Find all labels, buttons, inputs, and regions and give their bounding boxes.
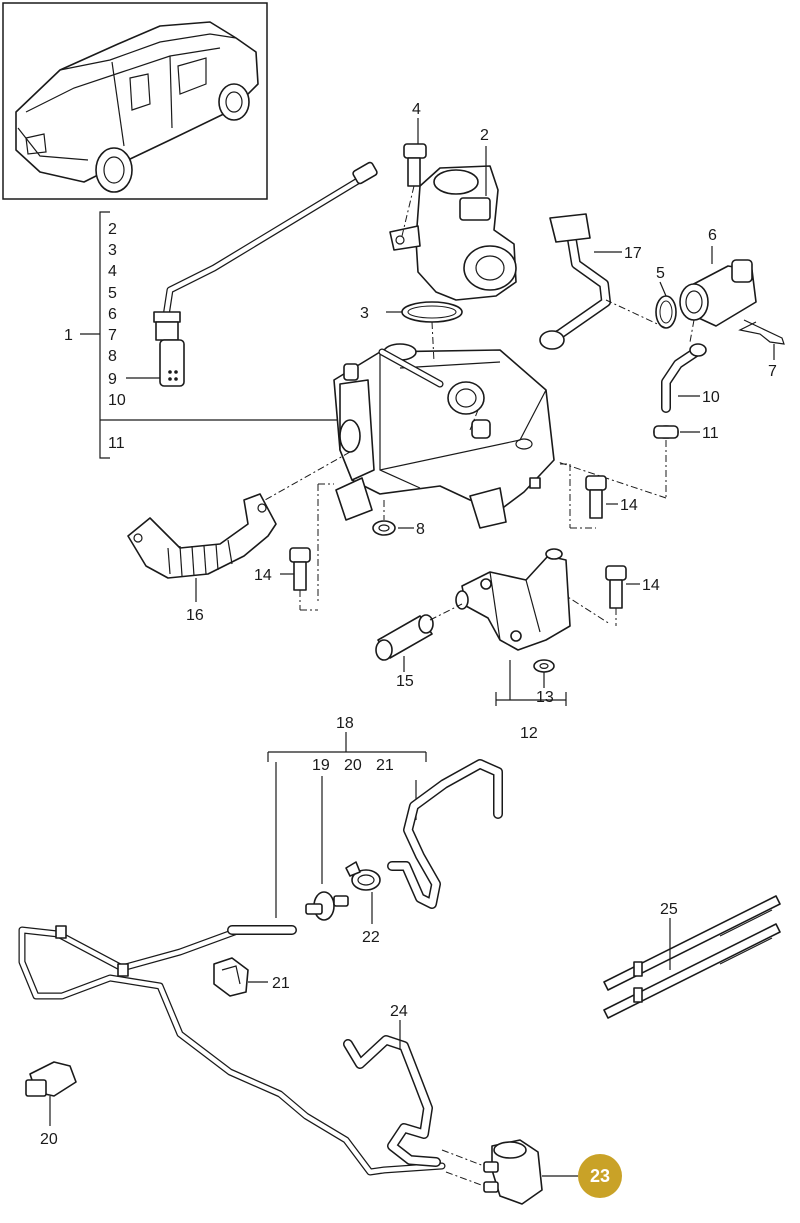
label-7: 7 [768, 363, 777, 380]
label-3: 3 [360, 305, 369, 322]
hose-17 [539, 213, 611, 350]
label-5: 5 [656, 265, 665, 282]
vehicle-thumbnail [2, 2, 268, 200]
bolt-4 [401, 143, 427, 237]
washer-8 [372, 500, 396, 536]
label-10: 10 [702, 389, 720, 406]
label-22: 22 [362, 929, 380, 946]
clip-21 [213, 957, 268, 997]
label-17: 17 [624, 245, 642, 262]
list-item: 6 [108, 306, 117, 323]
label-21: 21 [376, 757, 394, 774]
leader-lines-upper [257, 299, 695, 625]
egr-valve [389, 165, 517, 301]
label-13: 13 [536, 689, 554, 706]
label-24: 24 [390, 1003, 408, 1020]
sleeve-15 [375, 603, 463, 661]
label-12: 12 [520, 725, 538, 742]
clip-20 [25, 1061, 77, 1126]
list-item: 3 [108, 242, 117, 259]
label-19: 19 [312, 757, 330, 774]
label-20: 20 [344, 757, 362, 774]
label-18: 18 [336, 715, 354, 732]
check-valve-19 [305, 891, 349, 921]
list-item: 4 [108, 263, 117, 280]
elbow-10 [661, 343, 707, 413]
pipe-16 [127, 493, 277, 579]
list-item: 10 [108, 392, 126, 409]
clip-7 [738, 319, 785, 345]
bolt-14b [289, 547, 318, 611]
label-6: 6 [708, 227, 717, 244]
label-20: 20 [40, 1131, 58, 1148]
list-item: 8 [108, 348, 117, 365]
group-1-list: 1 2 3 4 5 6 7 8 9 10 11 [64, 211, 348, 459]
cable-ties-25 [603, 895, 781, 1019]
o-ring-5 [655, 295, 677, 329]
clamp-11 [557, 425, 679, 499]
label-1: 1 [64, 327, 73, 344]
hose-24 [343, 1020, 441, 1167]
label-23[interactable]: 23 [590, 1166, 610, 1186]
bolt-14c [605, 565, 627, 626]
list-item: 2 [108, 221, 117, 238]
hose-21-upper [387, 759, 503, 909]
leader-lines [195, 118, 775, 688]
highlight-callout-23[interactable]: 23 [578, 1154, 622, 1198]
sensor-probe [153, 161, 378, 387]
label-2: 2 [480, 127, 489, 144]
connector-6 [679, 259, 757, 327]
o-ring-3 [401, 301, 463, 323]
label-4: 4 [412, 101, 421, 118]
label-8: 8 [416, 521, 425, 538]
label-14: 14 [254, 567, 272, 584]
bracket-12 [455, 548, 571, 706]
label-14: 14 [620, 497, 638, 514]
label-25: 25 [660, 901, 678, 918]
valve-23 [441, 1139, 578, 1205]
highlight-marker[interactable] [578, 1154, 622, 1198]
list-item: 5 [108, 285, 117, 302]
part-labels: 2 4 3 5 6 7 17 10 11 8 14 14 14 16 15 13… [40, 101, 777, 1148]
label-16: 16 [186, 607, 204, 624]
list-item: 7 [108, 327, 117, 344]
label-14: 14 [642, 577, 660, 594]
pipe-network [18, 925, 446, 1176]
label-15: 15 [396, 673, 414, 690]
egr-cooler [333, 343, 555, 529]
bolt-14a [585, 475, 607, 519]
hose-kit-18 [267, 732, 427, 918]
clamp-22 [345, 861, 381, 924]
label-21: 21 [272, 975, 290, 992]
washer-13 [533, 659, 555, 673]
label-11: 11 [702, 425, 719, 442]
list-item: 11 [108, 435, 125, 452]
list-item: 9 [108, 371, 117, 388]
